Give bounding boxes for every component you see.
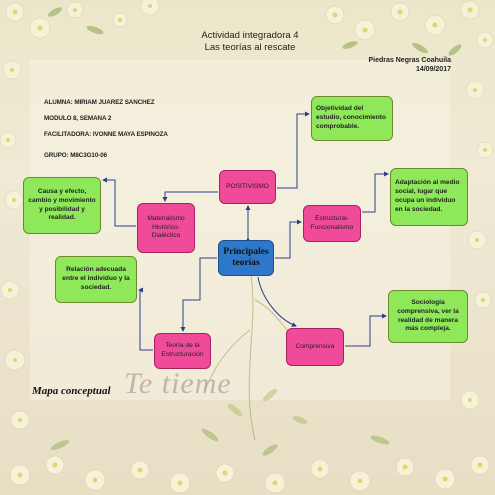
node-comprensiva: Comprensiva <box>286 328 344 366</box>
node-estructural-funcionalismo: Estructural-Funcionalismo <box>303 205 361 242</box>
info-modulo: MODULO 8, SEMANA 2 <box>44 115 112 122</box>
title-line-2: Las teorías al rescate <box>204 42 296 53</box>
info-grupo: GRUPO: M8C3G10-06 <box>44 152 108 159</box>
watermark-script: Te tieme <box>124 367 232 400</box>
connector-materialismo-causa <box>102 177 136 227</box>
place-text: Piedras Negras Coahuila <box>368 57 451 64</box>
date-text: 14/09/2017 <box>415 66 451 73</box>
connector-central-estructural <box>275 219 302 259</box>
connector-positivismo-materialismo <box>162 191 218 202</box>
node-causa-efecto: Causa y efecto, cambio y movimiento y po… <box>23 177 101 234</box>
node-adaptacion: Adaptación al medio social, lugar que oc… <box>390 168 468 226</box>
connector-estructural-adaptacion <box>362 171 389 213</box>
node-positivismo: POSITIVISMO <box>219 170 276 204</box>
title-line-1: Actividad integradora 4 <box>201 30 299 41</box>
connector-teoria-relacion <box>138 287 153 351</box>
node-teoria-estructuracion: Teoría de la Estructuración <box>154 333 211 369</box>
node-principales-teorias: Principales teorías <box>218 240 274 276</box>
connector-positivismo-objetividad <box>277 111 310 189</box>
connector-central-teoria <box>180 257 217 332</box>
map-label: Mapa conceptual <box>32 385 111 397</box>
node-objetividad: Objetividad del estudio, conocimiento co… <box>311 96 393 141</box>
connector-comprensiva-sociologia <box>345 313 387 347</box>
node-materialismo: Materialismo Histórico-Dialéctico <box>137 203 195 253</box>
info-facilitadora: FACILITADORA: IVONNE MAYA ESPINOZA <box>44 131 168 138</box>
node-relacion: Relación adecuada entre el individuo y l… <box>55 256 137 303</box>
node-sociologia: Sociología comprensiva, ver la realidad … <box>388 290 468 343</box>
info-alumna: ALUMNA: MIRIAM JUAREZ SANCHEZ <box>44 99 155 106</box>
connector-central-comprensiva <box>257 276 297 327</box>
